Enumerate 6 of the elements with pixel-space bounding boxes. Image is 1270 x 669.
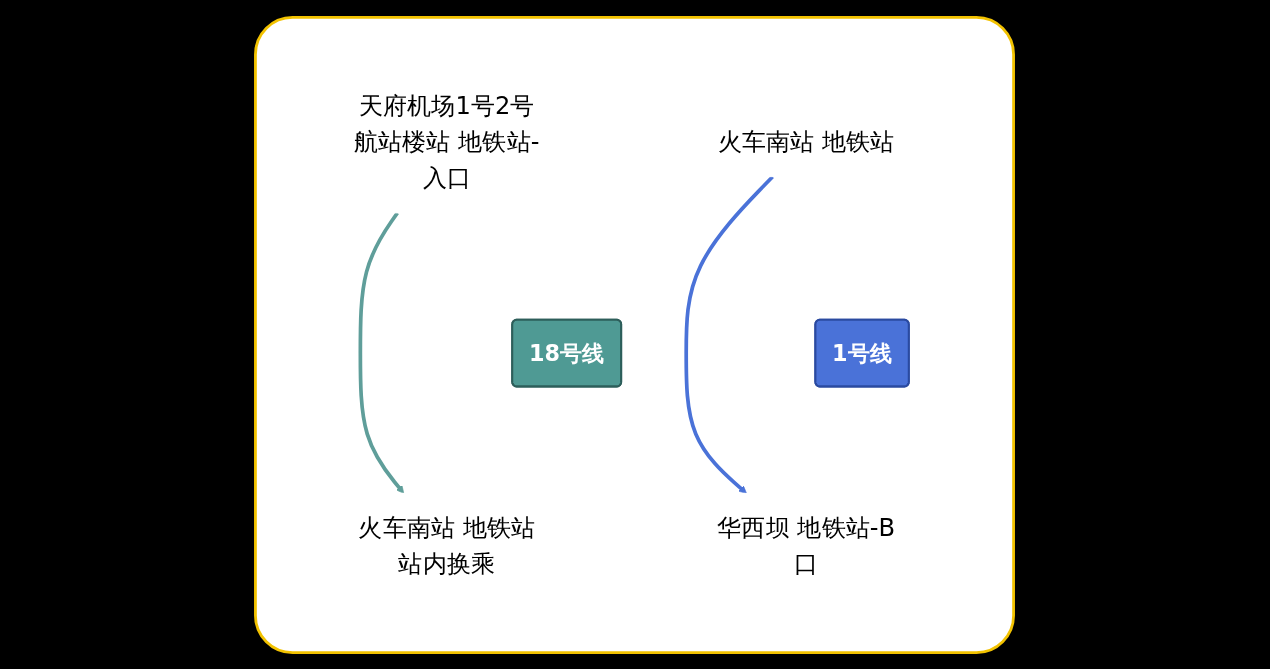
node-text: 火车南站 地铁站 站内换乘 <box>358 513 536 578</box>
cluster <box>254 15 1016 654</box>
node-text: 火车南站 地铁站 <box>718 126 896 155</box>
arrow <box>359 211 405 494</box>
node-text: 天府机场1号2号航站楼站 地铁站-入口 <box>354 90 540 192</box>
node-text: 华西坝 地铁站-B口 <box>717 513 896 578</box>
